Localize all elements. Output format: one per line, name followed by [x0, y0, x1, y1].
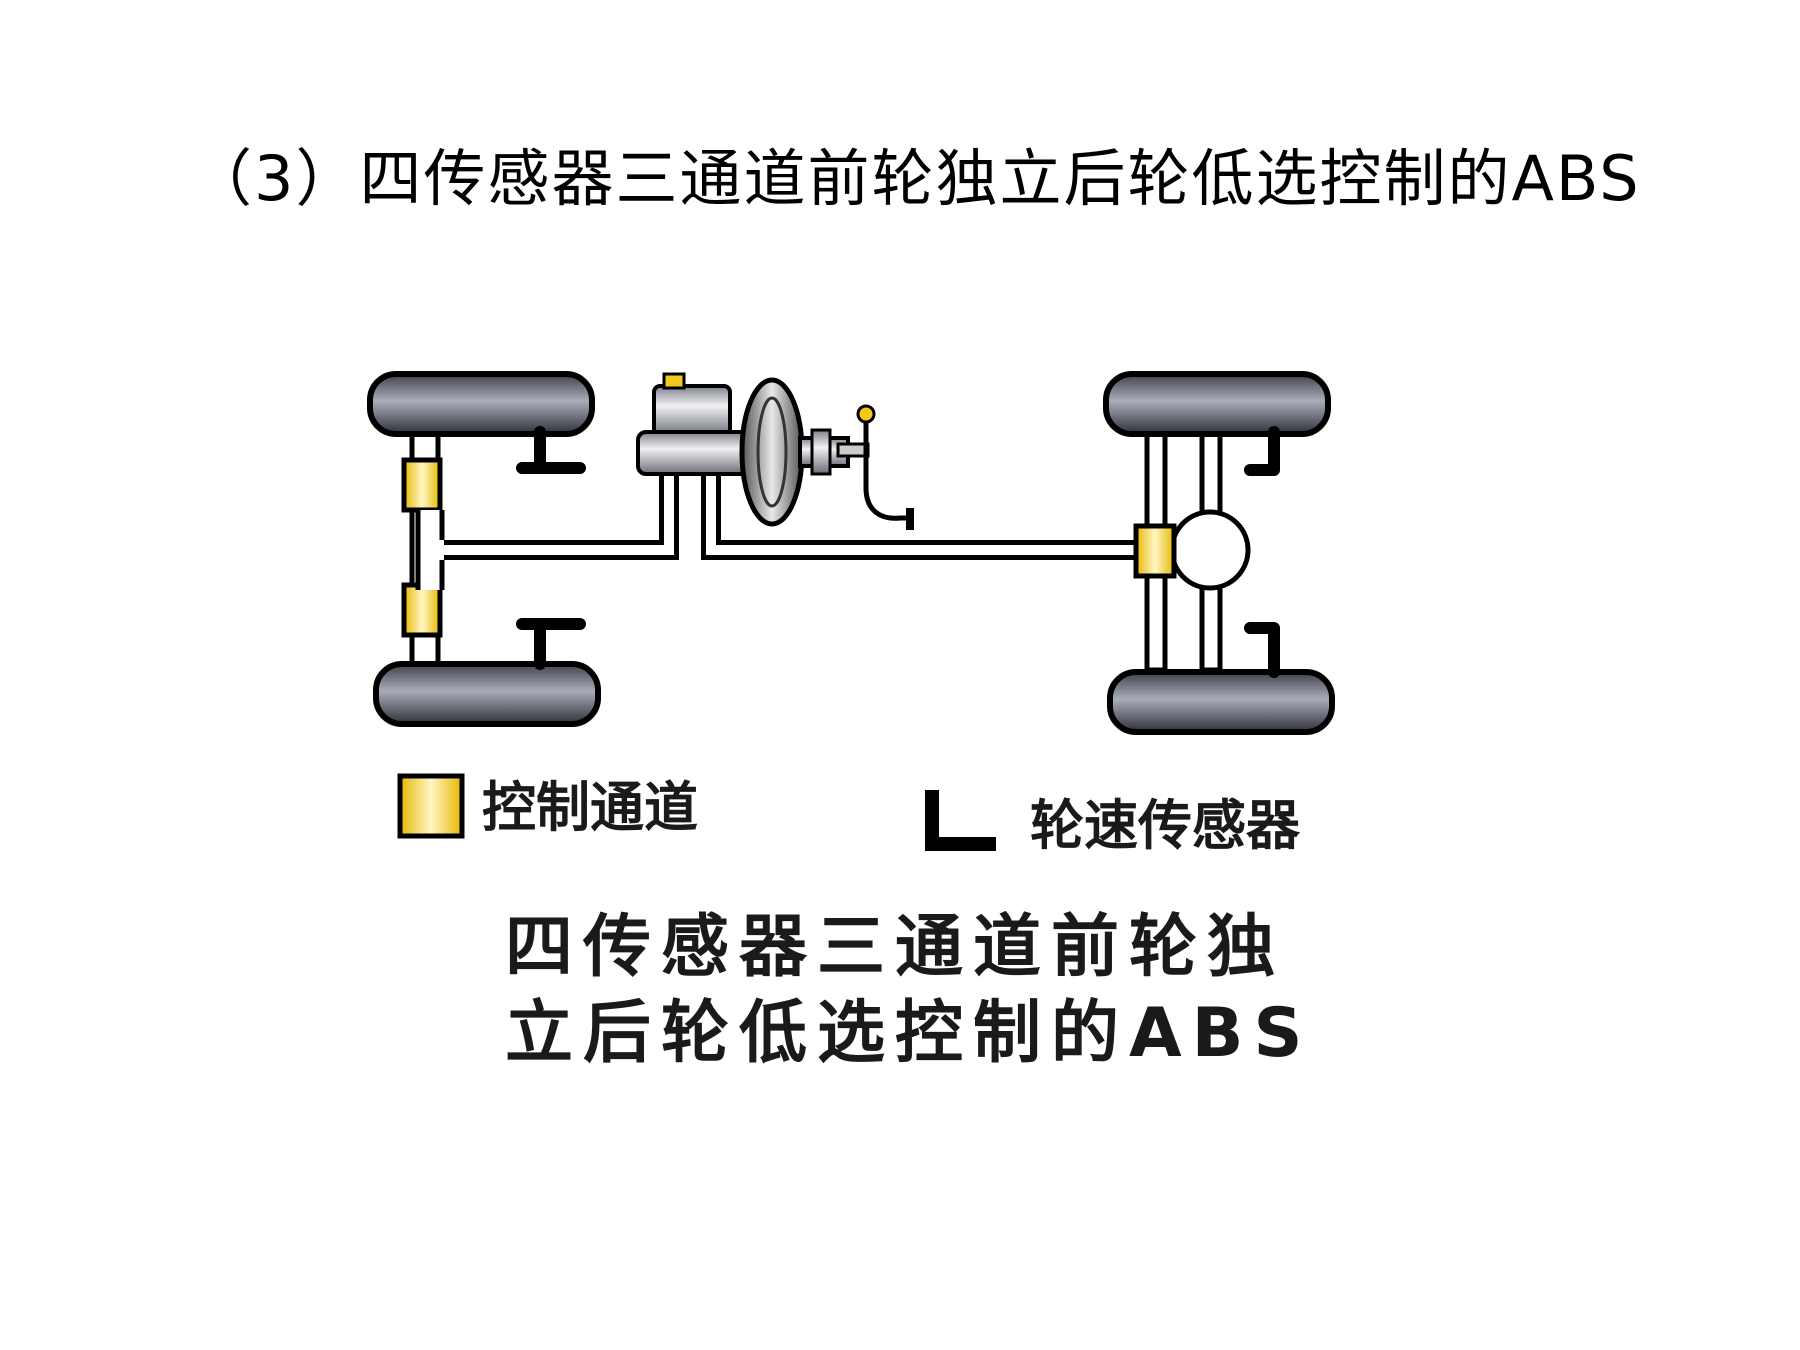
legend-sensor-icon — [925, 790, 996, 851]
front-left-control-valve — [401, 457, 443, 513]
rear-axle — [1103, 371, 1335, 735]
rear-right-wheel-speed-sensor-icon — [1244, 622, 1280, 678]
fluid-reservoir — [652, 384, 732, 438]
front-axle — [367, 371, 601, 727]
master-cylinder — [636, 430, 758, 476]
brake-lines — [415, 465, 1145, 590]
brake-booster — [739, 377, 805, 527]
rear-left-wheel-speed-sensor-icon — [1244, 426, 1280, 476]
rear-control-valve — [1133, 523, 1177, 579]
front-right-control-valve — [401, 582, 443, 638]
rear-left-tire — [1103, 371, 1331, 437]
page-title: （3）四传感器三通道前轮独立后轮低选控制的ABS — [190, 142, 1641, 215]
front-right-wheel-speed-sensor-icon — [516, 618, 586, 670]
legend-sensor-label: 轮速传感器 — [1030, 794, 1301, 857]
rear-differential — [1169, 509, 1251, 591]
rear-right-tire — [1107, 669, 1335, 735]
caption-line-2: 立后轮低选控制的ABS — [505, 994, 1313, 1073]
master-cylinder-assembly — [636, 372, 914, 530]
brake-pedal — [863, 418, 910, 521]
front-left-wheel-speed-sensor-icon — [516, 426, 586, 474]
legend-control-channel-label: 控制通道 — [482, 776, 698, 839]
front-left-tire — [367, 371, 595, 437]
legend-control-channel-swatch — [397, 773, 465, 839]
legend: 控制通道 轮速传感器 — [397, 773, 1301, 857]
front-right-tire — [373, 661, 601, 727]
diagram-caption: 四传感器三通道前轮独 立后轮低选控制的ABS — [505, 905, 1312, 1077]
caption-line-1: 四传感器三通道前轮独 — [505, 908, 1286, 987]
